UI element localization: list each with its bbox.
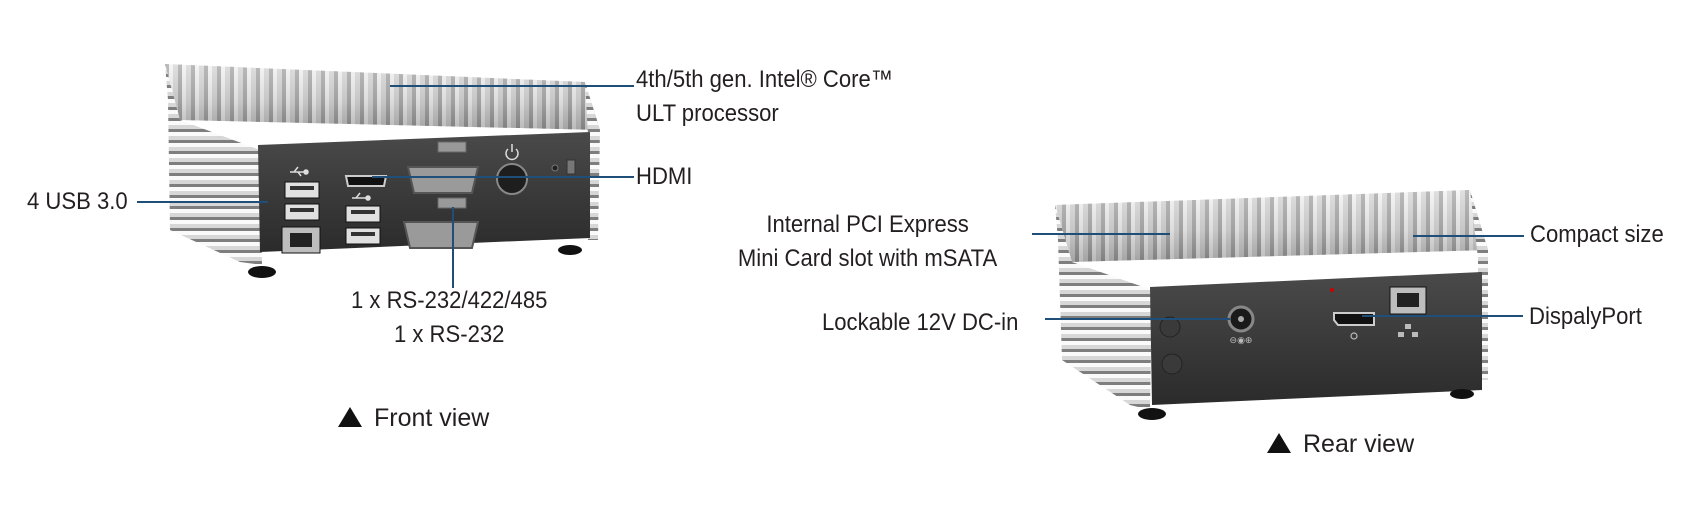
rear-leader-lines (1032, 233, 1524, 320)
rear-device: ⊖◉⊕ (1055, 190, 1488, 420)
displayport-port (1333, 312, 1375, 326)
ethernet-icon (1398, 324, 1418, 337)
label-pci-line2: Mini Card slot with mSATA (737, 245, 998, 272)
front-device (165, 64, 600, 278)
label-processor-line2: ULT processor (636, 100, 779, 127)
power-icon (505, 144, 519, 161)
label-processor-line1: 4th/5th gen. Intel® Core™ (636, 66, 893, 93)
caption-front-text: Front view (374, 404, 490, 432)
label-displayport: DispalyPort (1529, 303, 1642, 330)
label-serial-line1: 1 x RS-232/422/485 (350, 287, 548, 314)
label-hdmi: HDMI (636, 163, 693, 190)
caption-rear: Rear view (1267, 427, 1414, 461)
label-serial-line2: 1 x RS-232 (393, 321, 505, 348)
front-heatsink-side (165, 64, 262, 265)
label-pci: Internal PCI Express Mini Card slot with… (736, 208, 999, 276)
triangle-up-icon (1267, 433, 1291, 453)
rear-panel (1150, 272, 1482, 405)
displayport-icon (1350, 332, 1358, 340)
caption-rear-text: Rear view (1303, 430, 1415, 458)
power-button (496, 163, 528, 195)
label-serial: 1 x RS-232/422/485 1 x RS-232 (348, 284, 550, 352)
label-usb: 4 USB 3.0 (27, 188, 128, 215)
serial-port-1 (406, 166, 480, 194)
front-leader-lines (137, 85, 634, 288)
label-dcin: Lockable 12V DC-in (822, 309, 1019, 336)
caption-front: Front view (338, 401, 489, 435)
label-compact: Compact size (1530, 221, 1664, 248)
rear-heatsink-side (1055, 205, 1152, 410)
svg-text:⊖◉⊕: ⊖◉⊕ (1230, 336, 1253, 346)
label-processor: 4th/5th gen. Intel® Core™ ULT processor (636, 63, 893, 131)
label-pci-line1: Internal PCI Express (766, 211, 969, 238)
triangle-up-icon (338, 407, 362, 427)
serial-port-2 (402, 221, 480, 249)
usb-icon (290, 166, 309, 177)
